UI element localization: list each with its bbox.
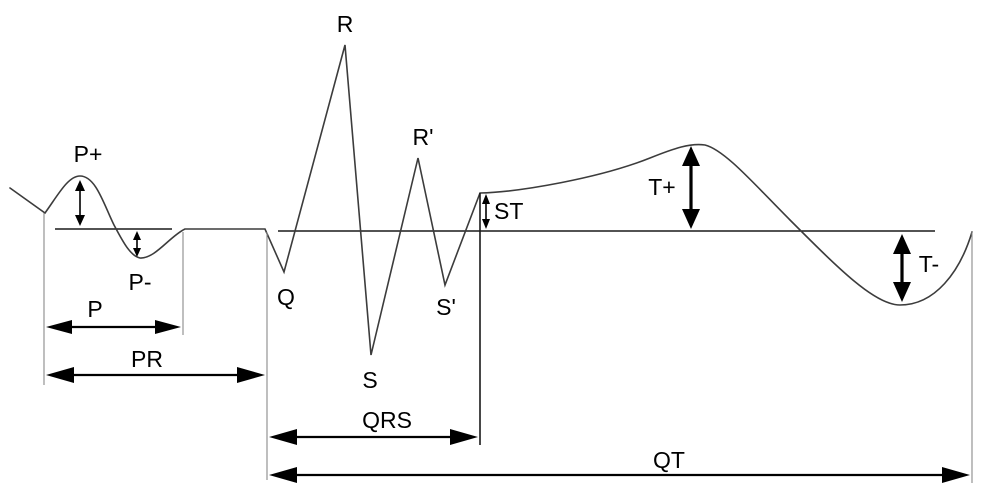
st-amplitude-arrow	[482, 194, 490, 229]
label-p-minus: P-	[129, 269, 152, 295]
ecg-trace	[9, 44, 973, 356]
p-interval-arrow	[46, 320, 181, 334]
label-pr: PR	[131, 346, 163, 372]
label-st: ST	[494, 198, 523, 224]
t-minus-amplitude-arrow	[893, 234, 911, 302]
label-q: Q	[277, 284, 295, 310]
p-plus-amplitude-arrow	[75, 180, 85, 226]
label-t-minus: T-	[919, 251, 939, 277]
label-p-plus: P+	[74, 141, 103, 167]
qt-interval-arrow	[269, 467, 970, 483]
label-t-plus: T+	[648, 174, 675, 200]
label-qrs: QRS	[362, 407, 412, 433]
p-minus-amplitude-arrow	[133, 231, 141, 257]
label-p: P	[87, 296, 102, 322]
pr-interval-arrow	[46, 367, 265, 383]
label-s: S	[362, 367, 377, 393]
qrs-interval-arrow	[269, 429, 478, 445]
t-plus-amplitude-arrow	[682, 146, 700, 229]
label-r: R	[337, 11, 354, 37]
label-s-prime: S'	[436, 294, 456, 320]
label-qt: QT	[653, 447, 685, 473]
label-r-prime: R'	[412, 124, 433, 150]
